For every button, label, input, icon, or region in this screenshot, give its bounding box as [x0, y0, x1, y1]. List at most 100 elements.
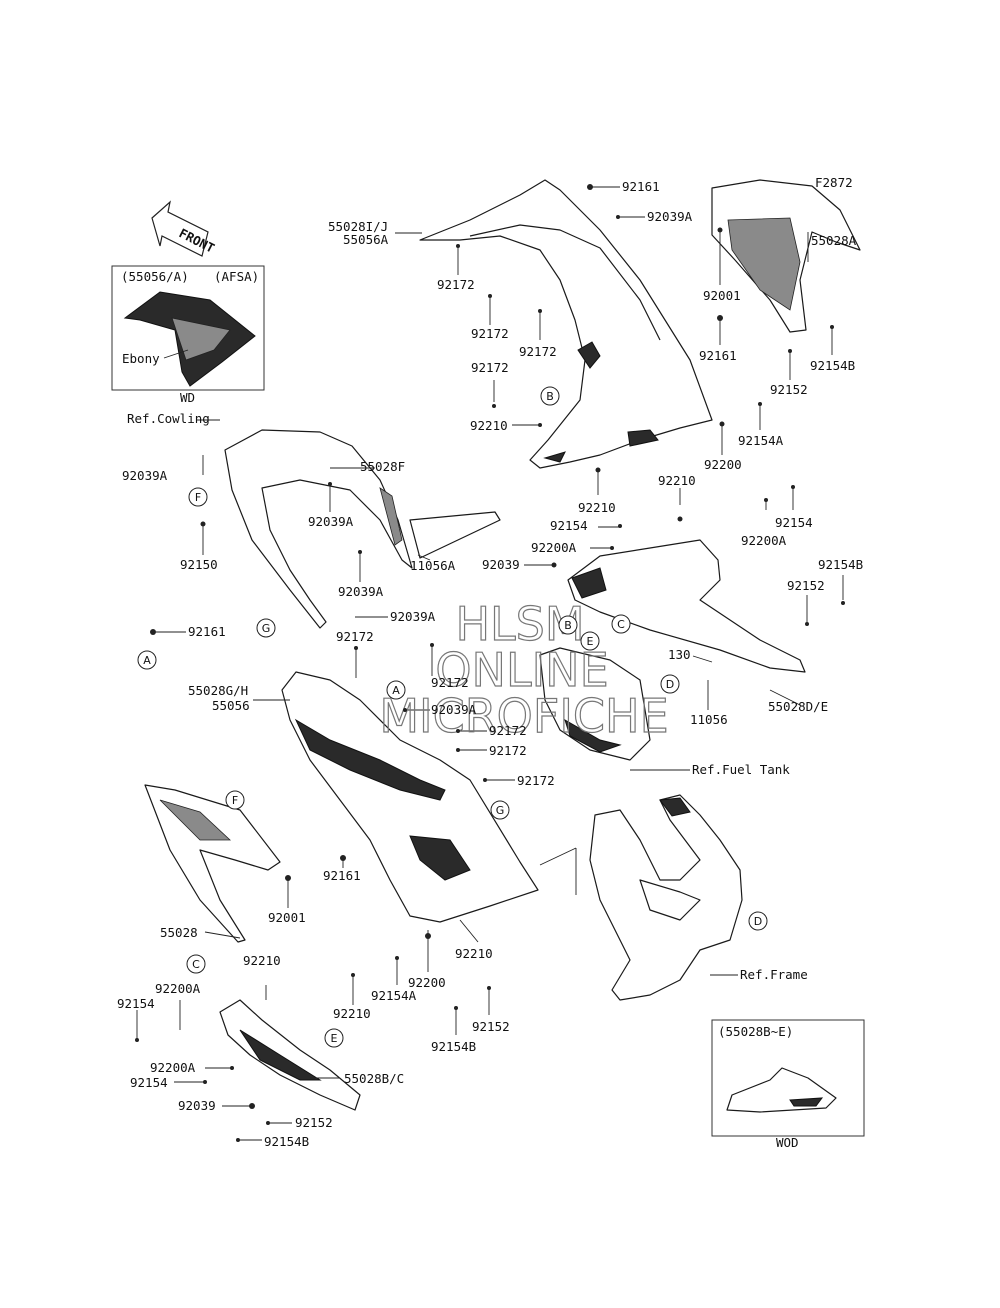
lower-cowl-55028BC	[219, 999, 361, 1111]
label-55028DE: 55028D/E	[768, 699, 828, 714]
label-55028BC: 55028B/C	[344, 1071, 404, 1086]
label-55056A: 55056A	[343, 232, 389, 247]
label-92152-b: 92152	[472, 1019, 510, 1034]
label-92154A-right: 92154A	[738, 433, 784, 448]
label-55056: 55056	[212, 698, 250, 713]
label-55028F: 55028F	[360, 459, 405, 474]
label-92210-f: 92210	[333, 1006, 371, 1021]
label-92001-left: 92001	[268, 910, 306, 925]
label-92172-f: 92172	[431, 675, 469, 690]
label-92172-h: 92172	[489, 743, 527, 758]
inset-color-label: Ebony	[122, 351, 160, 366]
part-labels: 92161 92039A 55028I/J 55056A 92172 92172…	[117, 179, 863, 1149]
label-92172-c: 92172	[519, 344, 557, 359]
callout-B-mid: B	[564, 619, 572, 632]
label-55028A: 55028A	[811, 233, 857, 248]
side-cover-55028F	[224, 429, 501, 629]
label-92172-g: 92172	[489, 723, 527, 738]
label-92039-b: 92039	[178, 1098, 216, 1113]
callout-G-left: G	[262, 622, 271, 635]
watermark-line3: MICROFICHE	[379, 689, 668, 743]
inset-lower-cowl-variant: (55028B~E) WOD	[711, 1019, 865, 1150]
label-92154B-right: 92154B	[810, 358, 855, 373]
callout-E-lower: E	[331, 1032, 338, 1045]
label-ref-cowling: Ref.Cowling	[127, 411, 210, 426]
label-11056A: 11056A	[410, 558, 456, 573]
label-55028: 55028	[160, 925, 198, 940]
label-92154-b: 92154	[117, 996, 155, 1011]
inset-title-right: (AFSA)	[214, 269, 259, 284]
label-92152-b2: 92152	[295, 1115, 333, 1130]
label-92200A-mid: 92200A	[531, 540, 577, 555]
label-55028GH: 55028G/H	[188, 683, 248, 698]
label-92154B-b2: 92154B	[264, 1134, 309, 1149]
callout-circles: B F G A B E C D A F G D C E	[137, 386, 768, 1048]
label-92210-d: 92210	[455, 946, 493, 961]
label-92210-b: 92210	[658, 473, 696, 488]
label-92172-e: 92172	[336, 629, 374, 644]
label-92039A-l4: 92039A	[390, 609, 436, 624]
inset-bottom-title: (55028B~E)	[718, 1024, 793, 1039]
front-arrow-icon: FRONT	[151, 200, 217, 257]
label-92172-a: 92172	[437, 277, 475, 292]
side-panel-55028A	[711, 179, 861, 333]
callout-E-mid: E	[587, 635, 594, 648]
leader-lines	[136, 186, 844, 1141]
label-92154A-b: 92154A	[371, 988, 417, 1003]
label-92172-d: 92172	[471, 360, 509, 375]
callout-C-mid: C	[617, 618, 625, 631]
label-ref-frame: Ref.Frame	[740, 967, 808, 982]
label-92150: 92150	[180, 557, 218, 572]
label-92200A-right2: 92200A	[741, 533, 787, 548]
label-92172-b: 92172	[471, 326, 509, 341]
frame-ref-part	[589, 794, 743, 1001]
label-92154B-right2: 92154B	[818, 557, 863, 572]
label-92154-mid: 92154	[550, 518, 588, 533]
callout-F-left: F	[195, 491, 201, 504]
callout-A-left: A	[143, 654, 151, 667]
label-92001-right: 92001	[703, 288, 741, 303]
label-92039A-mid: 92039A	[431, 702, 477, 717]
callout-B-top: B	[546, 390, 554, 403]
label-92039-mid: 92039	[482, 557, 520, 572]
label-92039A-l1: 92039A	[122, 468, 168, 483]
label-92154-right2: 92154	[775, 515, 813, 530]
label-130: 130	[668, 647, 691, 662]
left-panel-55028	[144, 784, 281, 943]
label-92200-b: 92200	[408, 975, 446, 990]
main-fairing-55028GH	[281, 671, 539, 923]
label-92161-mid: 92161	[323, 868, 361, 883]
label-92152-right: 92152	[770, 382, 808, 397]
label-92200-right: 92200	[704, 457, 742, 472]
callout-A-center: A	[392, 684, 400, 697]
fuel-tank-ref-part	[539, 647, 651, 761]
label-92039A-l3: 92039A	[338, 584, 384, 599]
watermark-line2: ONLINE	[435, 643, 608, 697]
label-92154-b2: 92154	[130, 1075, 168, 1090]
inset-code: WD	[180, 390, 195, 405]
label-92210-e: 92210	[243, 953, 281, 968]
label-11056: 11056	[690, 712, 728, 727]
label-92210-a: 92210	[470, 418, 508, 433]
upper-fairing-part	[419, 179, 713, 469]
label-ref-fuel-tank: Ref.Fuel Tank	[692, 762, 790, 777]
fastener-dots	[135, 184, 845, 1142]
inset-bottom-code: WOD	[776, 1135, 799, 1150]
label-92200A-b2: 92200A	[150, 1060, 196, 1075]
figure-code: F2872	[815, 175, 853, 190]
callout-C-lower: C	[192, 958, 200, 971]
callout-F-lower: F	[232, 794, 238, 807]
label-92161-left: 92161	[188, 624, 226, 639]
label-92210-c: 92210	[578, 500, 616, 515]
label-92154B-b: 92154B	[431, 1039, 476, 1054]
label-92161-top: 92161	[622, 179, 660, 194]
watermark: HLSM ONLINE MICROFICHE	[379, 596, 670, 743]
label-92039A-top: 92039A	[647, 209, 693, 224]
label-92172-i: 92172	[517, 773, 555, 788]
label-92152-right2: 92152	[787, 578, 825, 593]
label-92200A-b: 92200A	[155, 981, 201, 996]
label-92039A-l2: 92039A	[308, 514, 354, 529]
callout-D-mid: D	[666, 678, 674, 691]
